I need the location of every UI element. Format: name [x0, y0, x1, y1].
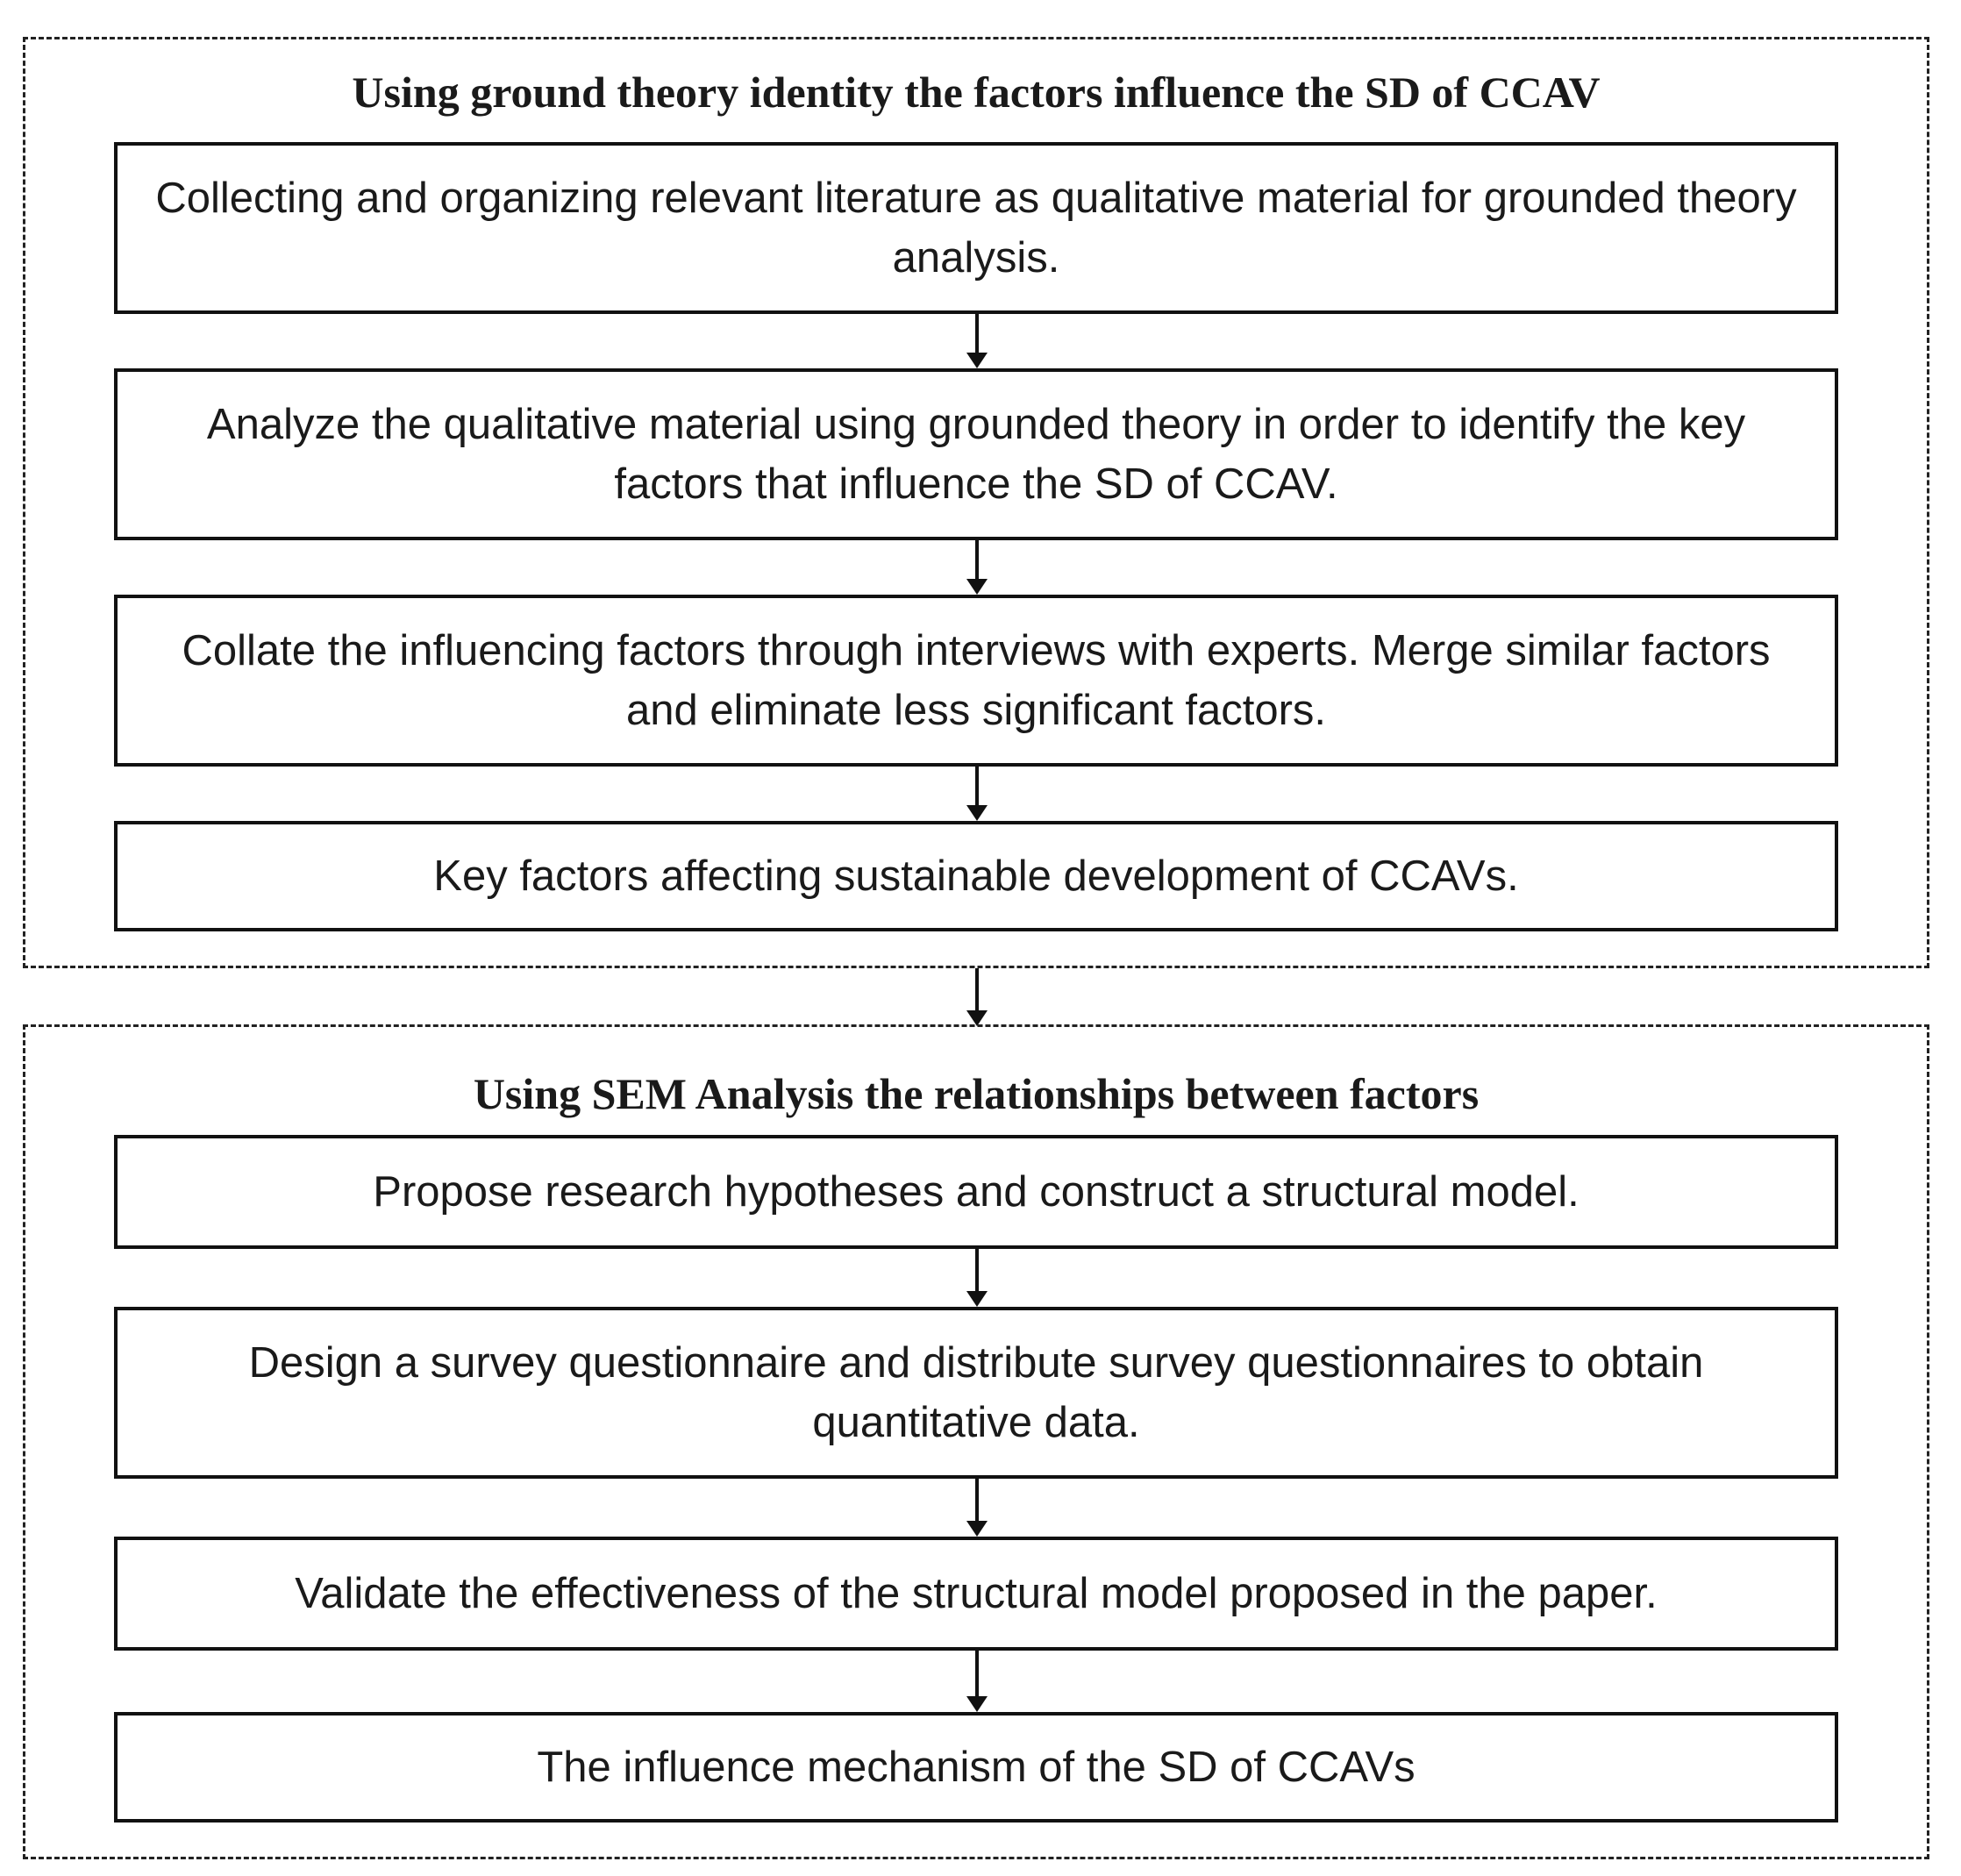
arrow-2	[966, 540, 988, 595]
arrow-4	[966, 1249, 988, 1307]
step-collect-literature: Collecting and organizing relevant liter…	[114, 142, 1838, 314]
step-propose-hypotheses: Propose research hypotheses and construc…	[114, 1135, 1838, 1249]
section-1-title: Using ground theory identity the factors…	[352, 68, 1601, 117]
step-survey-questionnaire: Design a survey questionnaire and distri…	[114, 1307, 1838, 1479]
arrow-5	[966, 1479, 988, 1537]
step-validate-model: Validate the effectiveness of the struct…	[114, 1537, 1838, 1651]
step-key-factors: Key factors affecting sustainable develo…	[114, 821, 1838, 931]
step-influence-mechanism: The influence mechanism of the SD of CCA…	[114, 1712, 1838, 1823]
arrow-6	[966, 1651, 988, 1712]
section-2-title: Using SEM Analysis the relationships bet…	[473, 1069, 1480, 1118]
section-2-group: Using SEM Analysis the relationships bet…	[23, 1024, 1929, 1859]
arrow-between-sections	[966, 968, 988, 1026]
arrow-3	[966, 767, 988, 821]
section-1-group: Using ground theory identity the factors…	[23, 37, 1929, 968]
arrow-1	[966, 314, 988, 368]
step-expert-interviews: Collate the influencing factors through …	[114, 595, 1838, 767]
step-grounded-theory-analysis: Analyze the qualitative material using g…	[114, 368, 1838, 540]
